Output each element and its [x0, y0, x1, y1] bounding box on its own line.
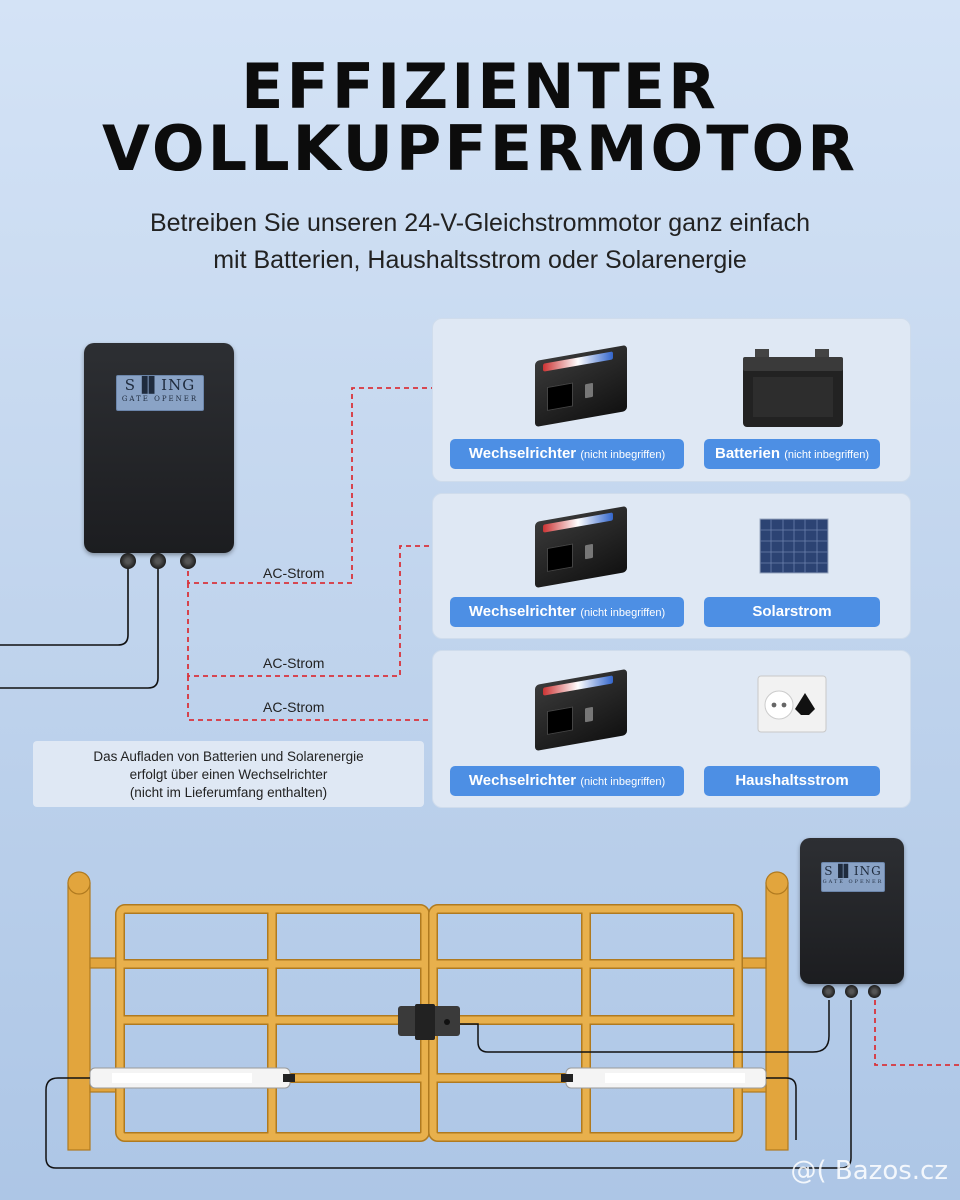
charging-note: Das Aufladen von Batterien und Solarener… [33, 741, 424, 807]
page-title-line1: EFFIZIENTER [241, 50, 719, 123]
ac-label-2: AC-Strom [263, 655, 325, 671]
pill-note: (nicht inbegriffen) [580, 607, 666, 619]
cable-gland-1 [120, 553, 136, 569]
pill-label: Wechselrichter [468, 445, 577, 462]
power-option-household: Wechselrichter (nicht inbegriffen) Haush… [432, 650, 911, 808]
ac-line-1 [187, 387, 535, 584]
wall-socket-image [757, 675, 827, 733]
household-pill: Haushaltsstrom [704, 766, 880, 796]
battery-pill: Batterien (nicht inbegriffen) [704, 439, 880, 469]
ac-label-1: AC-Strom [263, 565, 325, 581]
pill-label: Wechselrichter [468, 772, 577, 789]
watermark: @( Bazos.cz [790, 1156, 949, 1186]
page-title-line2: VOLLKUPFERMOTOR [102, 112, 858, 185]
subtitle-line2: mit Batterien, Haushaltsstrom oder Solar… [213, 246, 747, 274]
pill-label: Haushaltsstrom [735, 772, 849, 789]
pill-note: (nicht inbegriffen) [580, 776, 666, 788]
brand-logo-text: S▐▌ING [124, 376, 196, 394]
ac-label-3: AC-Strom [263, 699, 325, 715]
note-line-1: Das Aufladen von Batterien und Solarener… [93, 749, 364, 764]
brand-plate: S▐▌ING GATE OPENER [116, 375, 204, 411]
link-gate-controller [874, 1000, 960, 1066]
inverter-pill: Wechselrichter (nicht inbegriffen) [450, 439, 684, 469]
solar-pill: Solarstrom [704, 597, 880, 627]
brand-subtext: GATE OPENER [121, 395, 199, 403]
power-option-solar: Wechselrichter (nicht inbegriffen) Solar… [432, 493, 911, 639]
inverter-pill: Wechselrichter (nicht inbegriffen) [450, 766, 684, 796]
pill-label: Wechselrichter [468, 603, 577, 620]
battery-image [743, 349, 843, 427]
inverter-pill: Wechselrichter (nicht inbegriffen) [450, 597, 684, 627]
gate-post-left [67, 882, 91, 1151]
controller-box-gate: S▐▌ING GATE OPENER [800, 838, 904, 984]
pill-note: (nicht inbegriffen) [580, 449, 666, 461]
power-option-battery: Wechselrichter (nicht inbegriffen) Batte… [432, 318, 911, 482]
cable-gland-gate-1 [822, 985, 835, 998]
pill-label: Batterien [715, 445, 781, 462]
brand-logo-text: S▐▌ING [824, 864, 882, 878]
solar-panel-image [759, 518, 829, 574]
cable-left-1 [0, 562, 129, 646]
cable-gland-gate-2 [845, 985, 858, 998]
cable-gate-3 [766, 1077, 797, 1140]
cable-gland-gate-3 [868, 985, 881, 998]
cable-gate-2 [45, 1000, 852, 1169]
cable-gland-2 [150, 553, 166, 569]
brand-subtext: GATE OPENER [822, 879, 884, 885]
note-line-2: erfolgt über einen Wechselrichter [129, 767, 328, 782]
brand-plate: S▐▌ING GATE OPENER [821, 862, 885, 892]
note-line-3: (nicht im Lieferumfang enthalten) [129, 785, 328, 800]
cable-gate-1 [460, 1000, 830, 1053]
pill-note: (nicht inbegriffen) [784, 449, 869, 461]
cable-gland-3 [180, 553, 196, 569]
subtitle-line1: Betreiben Sie unseren 24-V-Gleichstrommo… [149, 209, 811, 237]
cable-left-2 [0, 562, 159, 689]
pill-label: Solarstrom [752, 603, 832, 620]
gate-post-right [765, 882, 789, 1151]
controller-box-main: S▐▌ING GATE OPENER [84, 343, 234, 553]
